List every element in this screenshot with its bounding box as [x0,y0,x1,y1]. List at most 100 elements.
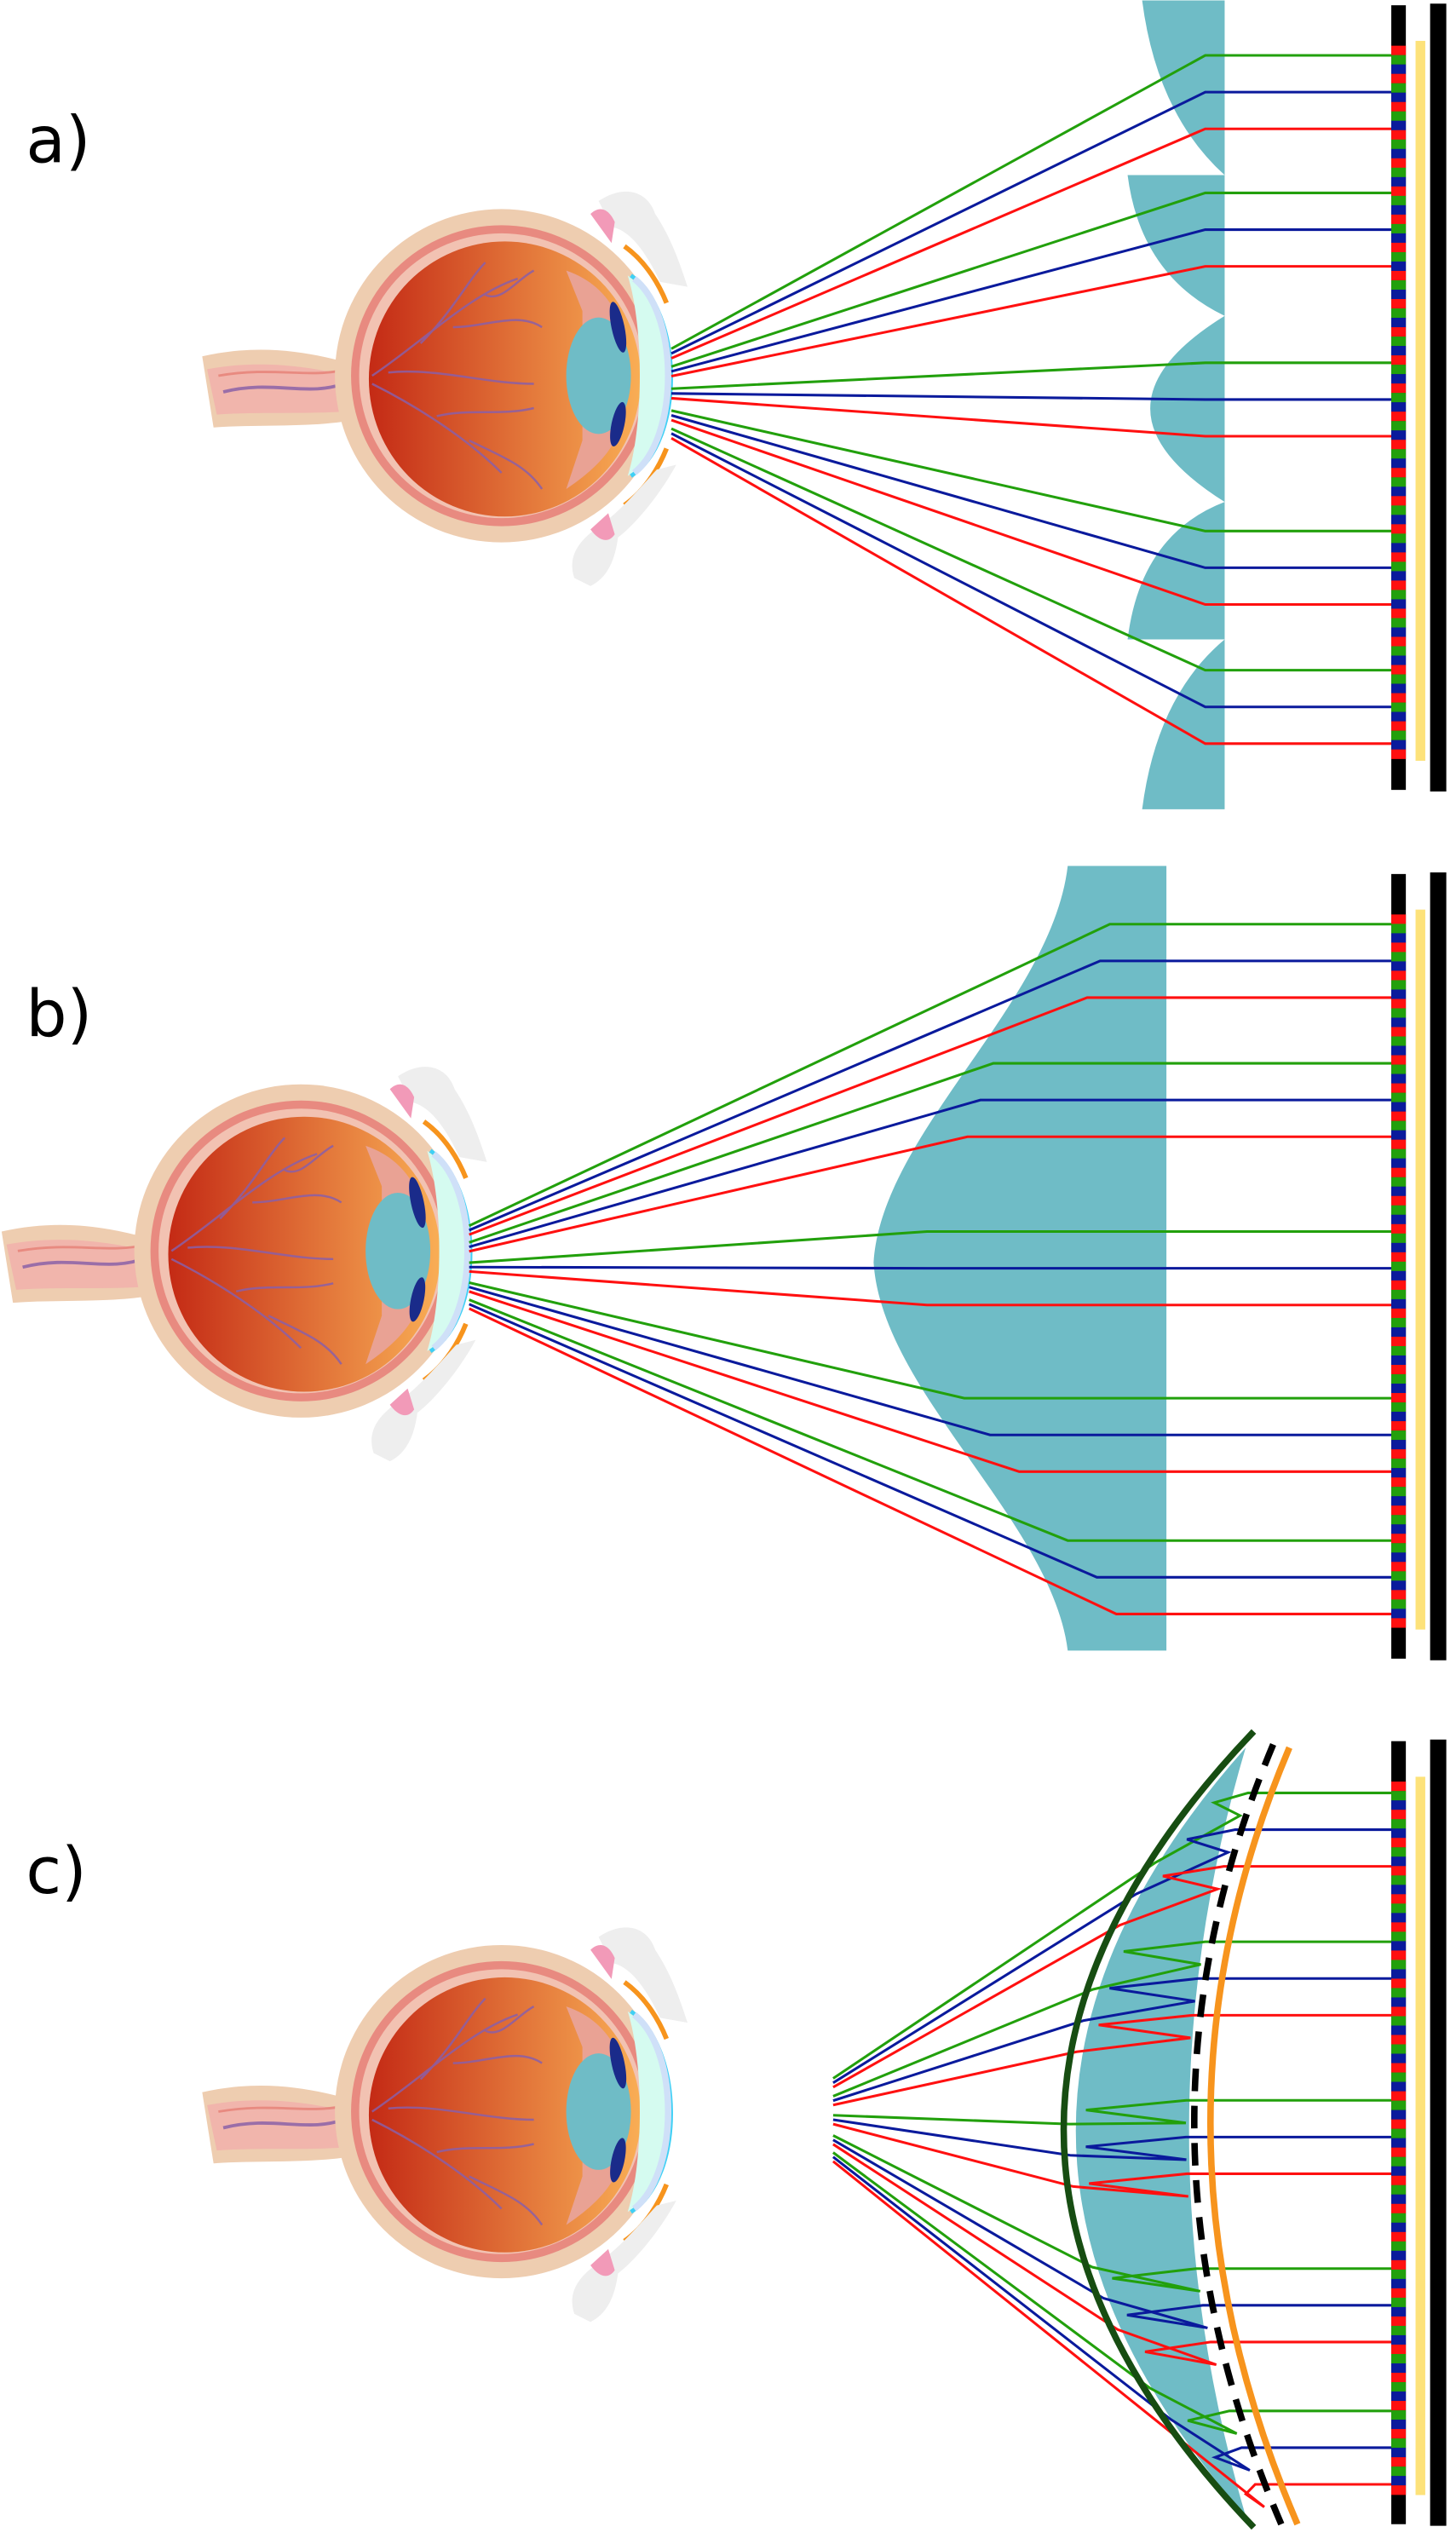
subpixel [1391,167,1407,178]
subpixel [1391,1092,1407,1102]
subpixel [1391,1261,1407,1272]
subpixel [1391,1459,1407,1469]
subpixel [1391,627,1407,637]
subpixel [1391,346,1407,356]
subpixel [1391,204,1407,216]
light-ray [670,414,1392,569]
light-ray [832,2134,1392,2293]
light-ray [469,996,1392,1236]
subpixel [1391,924,1407,934]
light-ray [832,2143,1392,2367]
subpixel [1391,477,1407,487]
subpixel [1391,571,1407,581]
subpixel [1391,1374,1407,1384]
subpixel [1391,1819,1407,1829]
subpixel [1391,2166,1407,2176]
subpixel [1391,1130,1407,1140]
light-ray [670,191,1392,368]
subpixel [1391,2278,1407,2289]
subpixel [1391,1242,1407,1253]
subpixel [1391,383,1407,394]
subpixel [1391,2100,1407,2110]
subpixel [1391,1167,1407,1177]
subpixel [1391,1073,1407,1084]
outer-mirror [1060,1729,1257,2530]
subpixel [1391,2485,1407,2495]
subpixel [1391,374,1407,384]
subpixel [1391,1017,1407,1027]
light-ray [832,2098,1392,2126]
light-ray [832,2118,1392,2161]
subpixel [1391,1941,1407,1951]
subpixel [1391,1534,1407,1544]
subpixel [1391,730,1407,740]
subpixel [1391,933,1407,943]
subpixel [1391,2241,1407,2252]
subpixel [1391,1599,1407,1609]
subpixel [1391,2194,1407,2204]
subpixel [1391,1791,1407,1801]
lenslet-array [1127,0,1225,809]
subpixel [1391,440,1407,450]
subpixel [1391,1148,1407,1159]
subpixel [1391,2184,1407,2195]
subpixel [1391,2466,1407,2477]
light-ray [832,2138,1392,2329]
subpixel [1391,365,1407,375]
subpixel [1391,318,1407,328]
subpixel [1391,693,1407,703]
subpixel [1391,1477,1407,1488]
subpixel [1391,1449,1407,1459]
subpixel [1391,646,1407,656]
light-ray [469,1135,1392,1253]
light-ray [670,54,1392,350]
subpixel [1391,2410,1407,2420]
subpixel [1391,430,1407,440]
light-ray [832,1977,1392,2103]
light-ray [670,437,1392,745]
subpixel [1391,2429,1407,2439]
subpixel [1391,515,1407,525]
subpixel [1391,1412,1407,1422]
light-ray [469,1286,1392,1436]
panel-label-b: b) [26,976,92,1051]
subpixel [1391,1543,1407,1553]
subpixel [1391,1978,1407,1989]
subpixel [1391,1008,1407,1018]
subpixel [1391,1828,1407,1839]
subpixel [1391,1177,1407,1187]
subpixel [1391,176,1407,187]
subpixel [1391,1421,1407,1431]
subpixel [1391,2109,1407,2120]
light-ray [671,392,1392,401]
light-ray [469,923,1392,1228]
subpixel [1391,1866,1407,1876]
subpixel [1391,1810,1407,1820]
subpixel [1391,2156,1407,2167]
subpixel [1391,552,1407,562]
subpixel [1391,1233,1407,1244]
subpixel [1391,2213,1407,2223]
subpixel [1391,2250,1407,2261]
subpixel [1391,2269,1407,2280]
subpixel [1391,139,1407,149]
subpixel [1391,1298,1407,1309]
subpixel [1391,590,1407,600]
subpixel [1391,1036,1407,1046]
subpixel [1391,289,1407,300]
subpixel [1391,327,1407,337]
subpixel [1391,1336,1407,1347]
light-ray [670,427,1392,672]
subpixel [1391,1997,1407,2007]
subpixel [1391,1440,1407,1450]
subpixel [1391,186,1407,197]
subpixel [1391,1083,1407,1093]
subpixel [1391,1524,1407,1534]
subpixel [1391,2420,1407,2430]
subpixel [1391,683,1407,694]
subpixel [1391,1609,1407,1619]
subpixel [1391,2081,1407,2092]
display-panel [1391,872,1447,1661]
light-ray [832,2013,1392,2107]
